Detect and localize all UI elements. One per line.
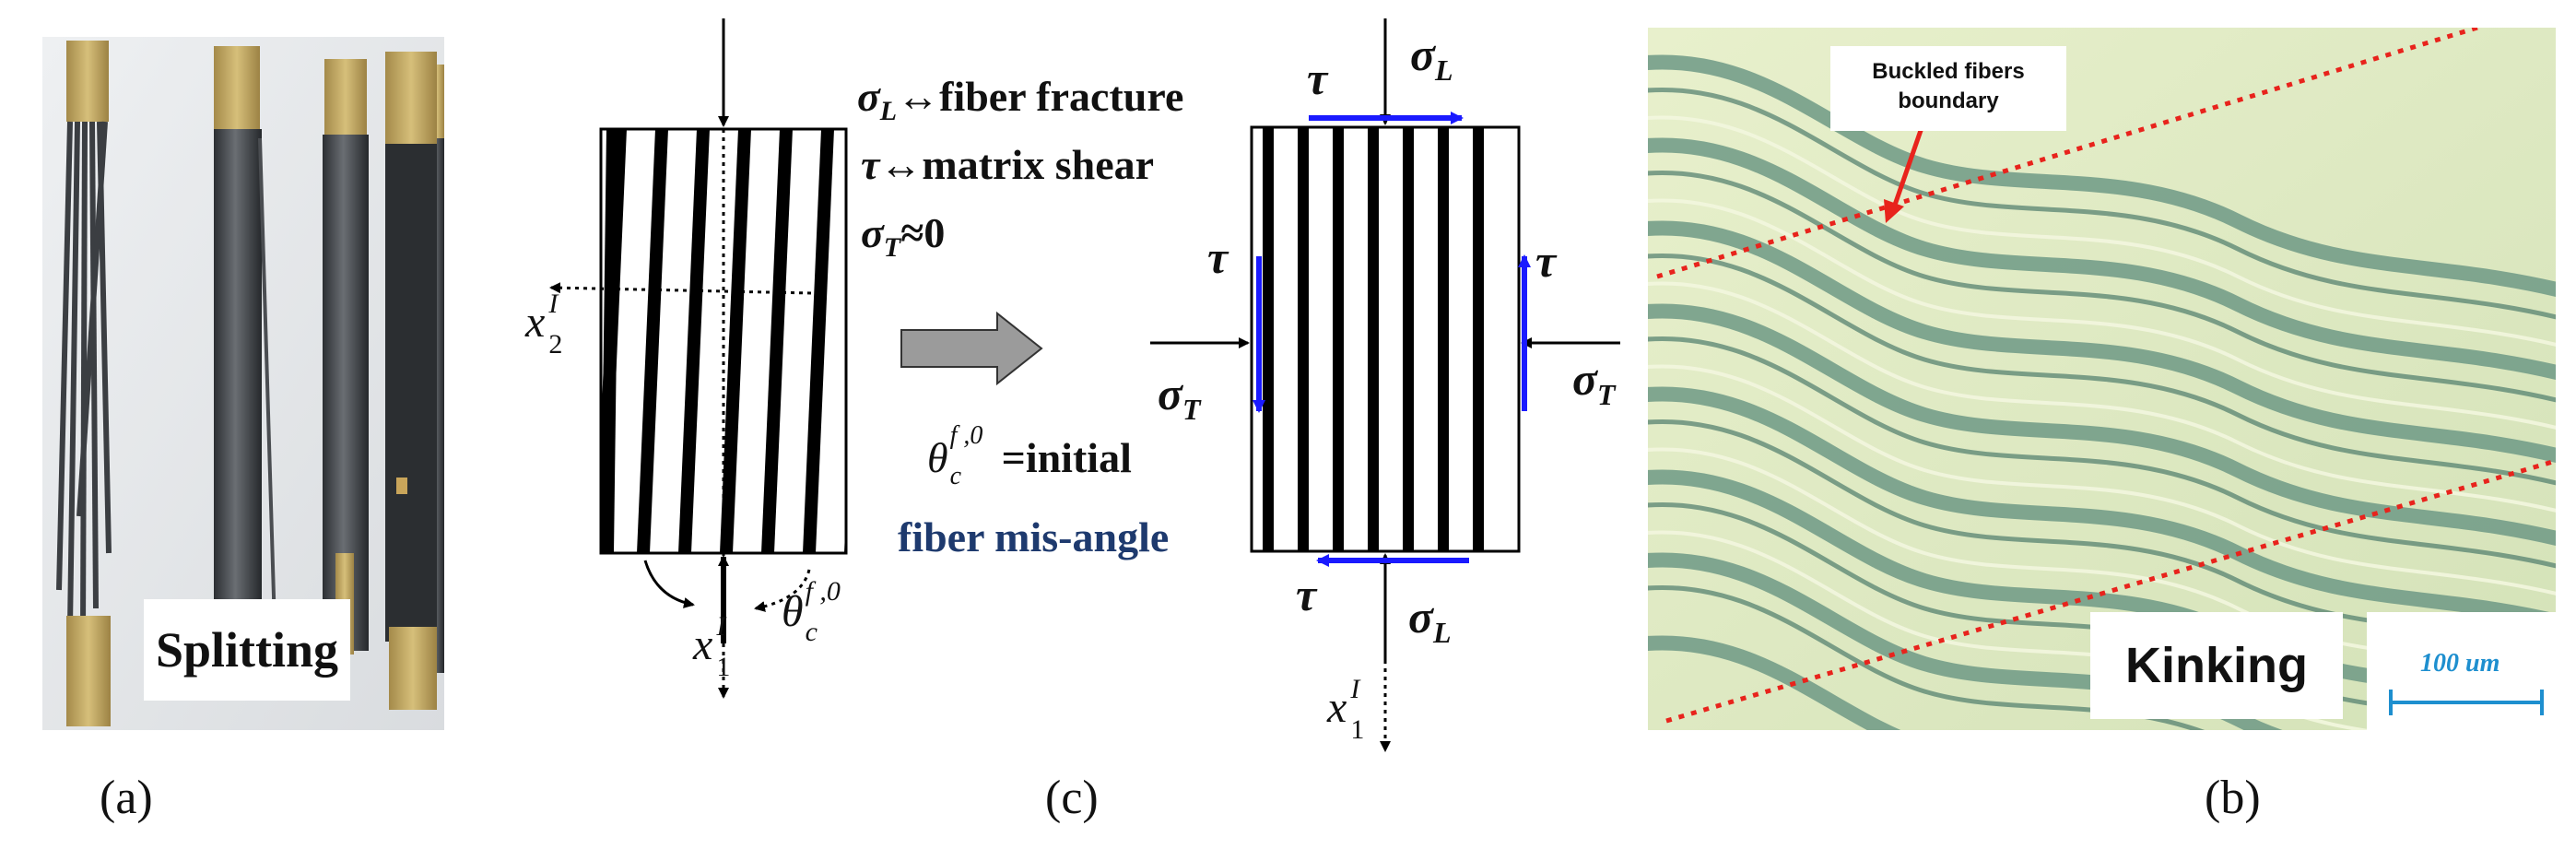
annotation-fiber-misangle: fiber mis-angle [898,513,1170,560]
caption-b: (b) [2205,772,2261,824]
panel-b-micrograph: Buckled fibers boundary Kinking 100 um [1648,28,2556,730]
kinking-label: Kinking [2125,638,2308,693]
splitting-label-box: Splitting [144,599,350,701]
scale-bar-box: 100 um [2367,612,2556,730]
caption-c: (c) [1045,772,1099,824]
sigma-t-left: σT [1158,368,1201,426]
kink-boundary-upper [1656,28,2478,279]
aligned-fiber-block [1250,125,1521,553]
buckled-fibers-label: Buckled fibers boundary [1830,46,2066,131]
tau-bottom: τ [1296,569,1317,620]
buckled-fibers-line2: boundary [1898,88,1999,113]
annotation-sigma-t-zero: σT≈0 [861,209,946,264]
specimen-photo [42,37,444,730]
sigma-t-right: σT [1572,353,1616,411]
sigma-l-top: σL [1410,29,1453,87]
annotation-fiber-fracture: σL↔fiber fracture [857,73,1184,127]
scale-bar-tick-left [2389,690,2393,715]
tau-right: τ [1535,235,1557,287]
tau-left: τ [1207,231,1229,283]
scale-bar-tick-right [2540,690,2544,715]
panel-a-photo: Splitting [42,37,444,730]
tau-top: τ [1307,53,1328,104]
kinking-label-box: Kinking [2090,612,2343,719]
buckled-fibers-line1: Buckled fibers [1872,59,2025,84]
annotation-matrix-shear: τ↔matrix shear [861,141,1155,188]
scale-bar-line [2391,701,2542,704]
transform-arrow [900,311,1043,386]
sigma-l-bottom: σL [1408,591,1452,649]
misaligned-fibers [601,129,846,553]
scale-bar-label: 100 um [2420,649,2500,678]
caption-a: (a) [100,772,153,824]
splitting-label: Splitting [155,622,339,678]
